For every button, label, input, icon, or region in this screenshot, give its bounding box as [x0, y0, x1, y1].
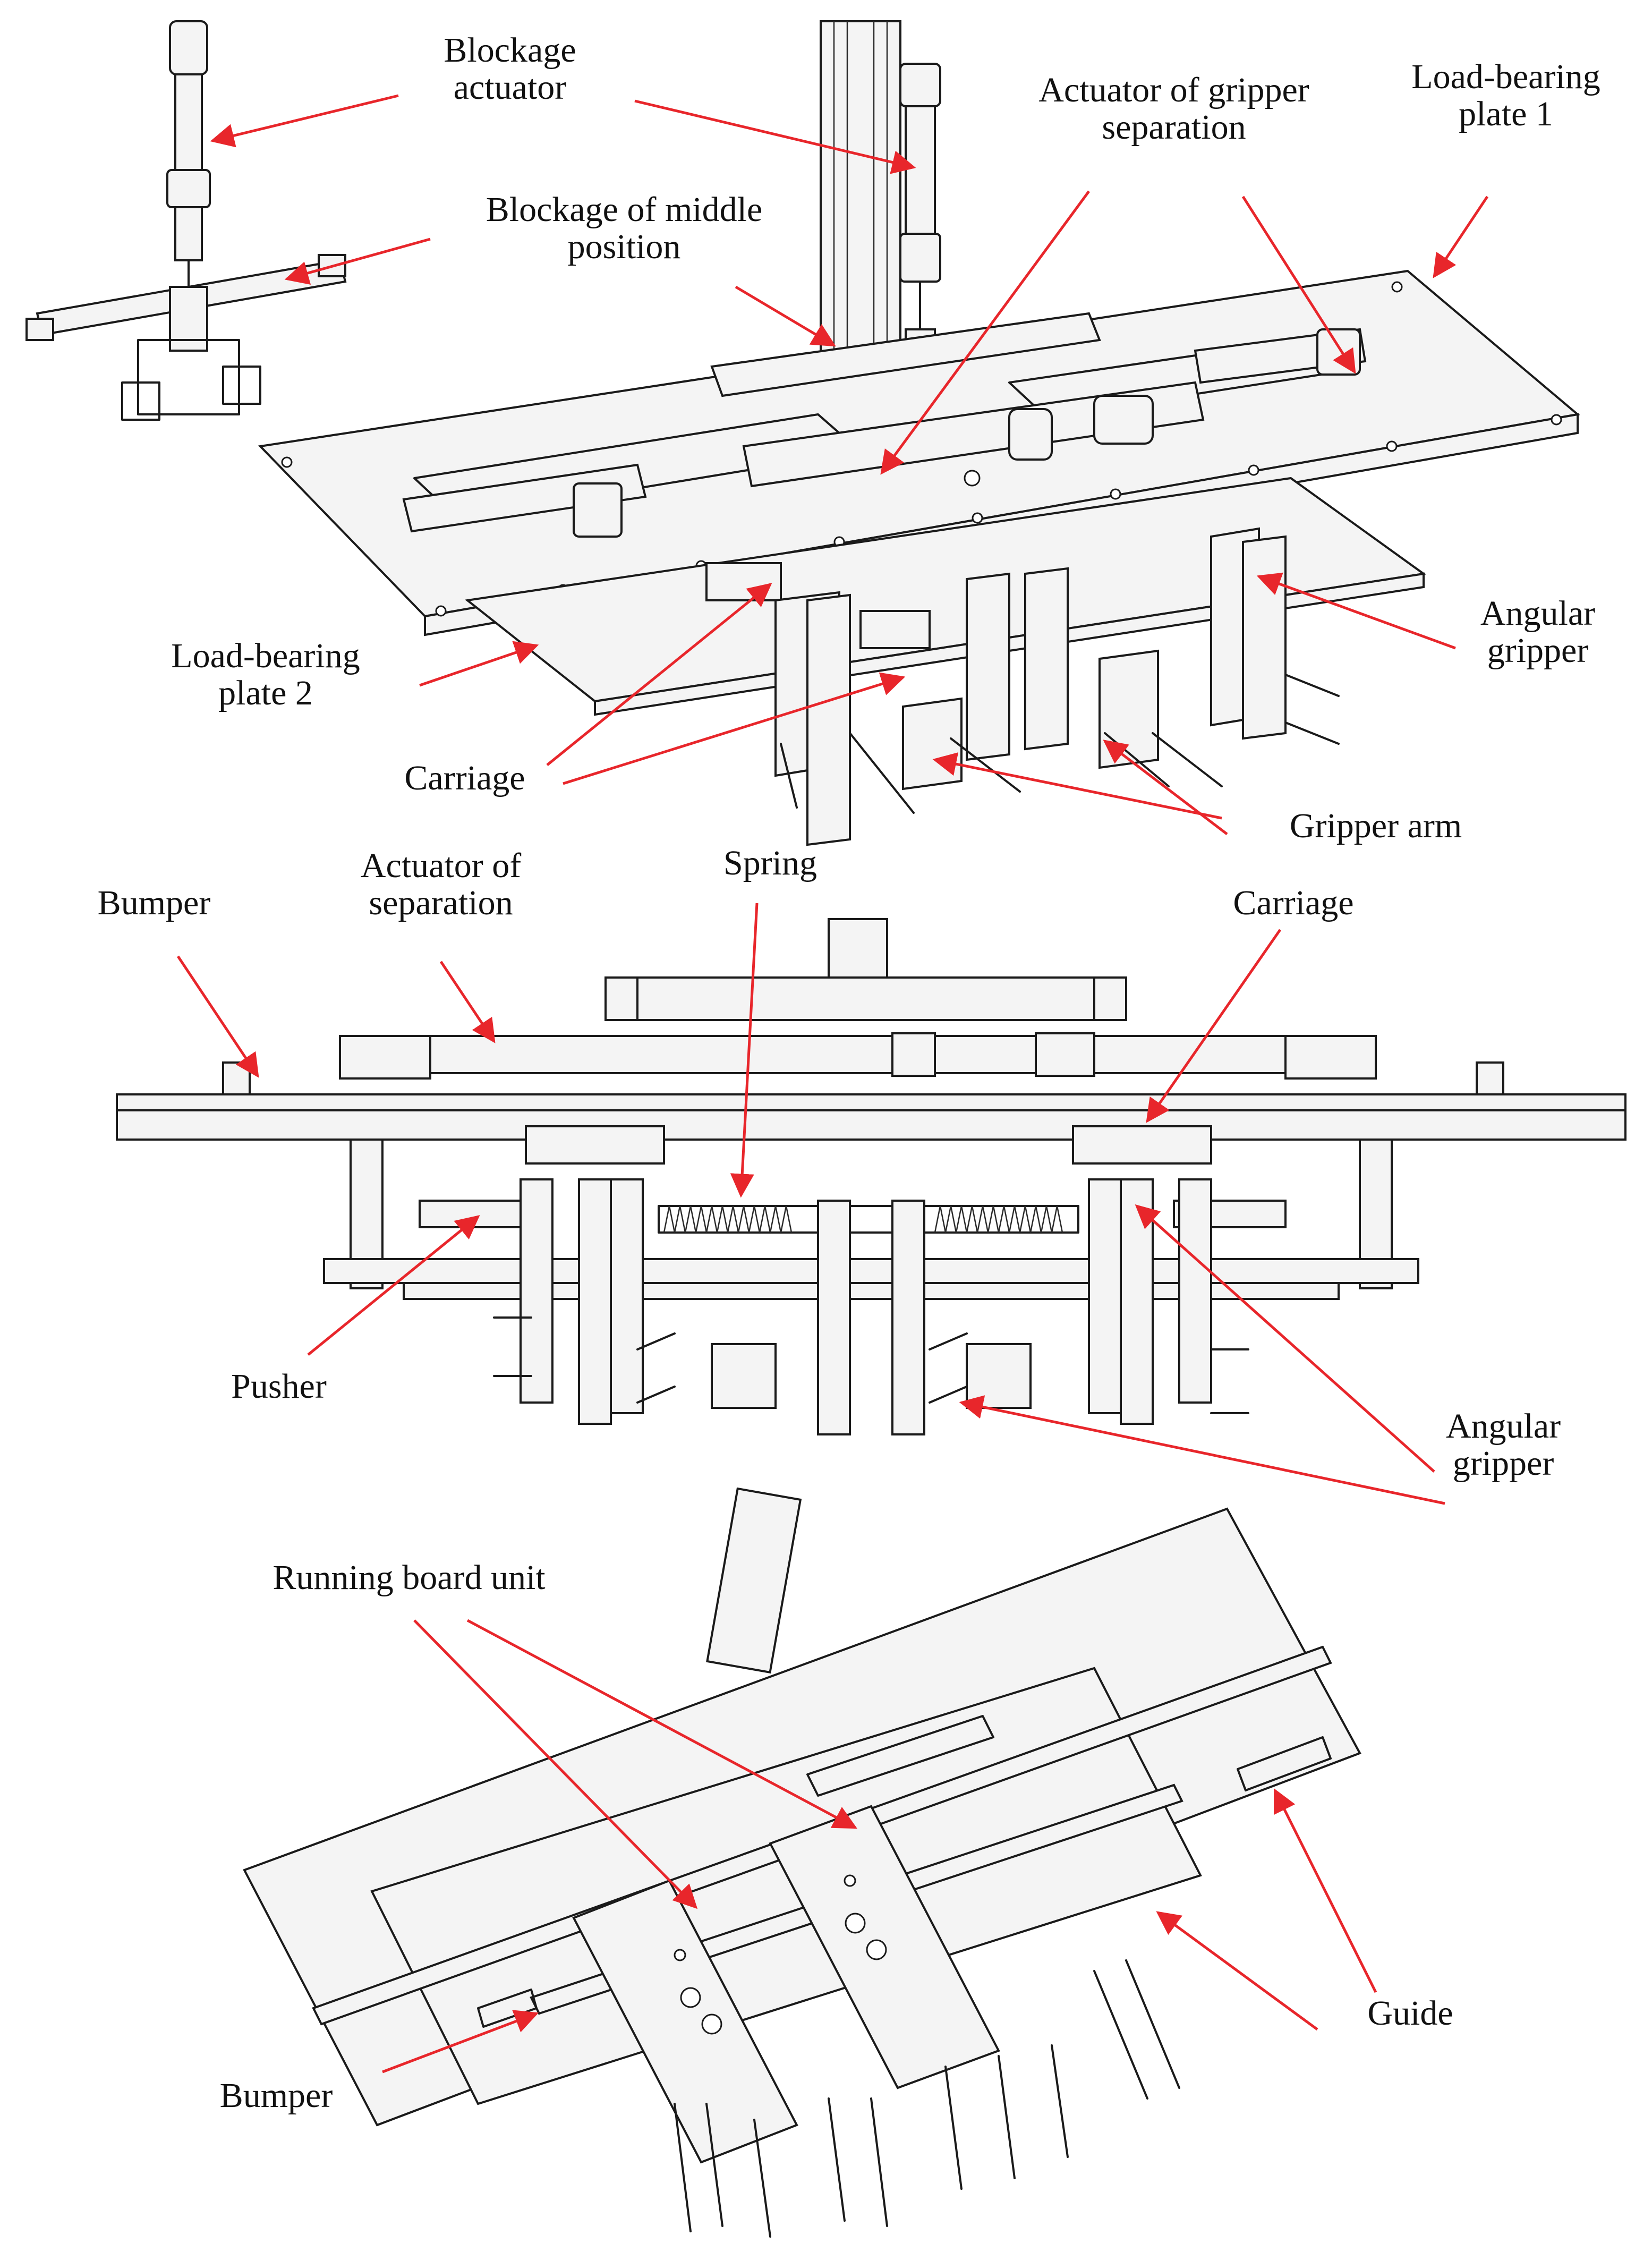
mid-spring — [658, 1205, 1079, 1234]
bottom-hanging-pins — [674, 1959, 1180, 2238]
bottom-underside-view — [243, 1487, 1361, 2238]
arrow-spring — [730, 903, 759, 1198]
carriage-block-right — [859, 610, 931, 649]
label-guide: Guide — [1367, 1994, 1453, 2033]
bottom-bumper — [477, 1989, 538, 2028]
arrow-gripper-arm-2 — [1103, 740, 1228, 835]
arrow-blockage-middle-2 — [735, 285, 836, 347]
arrow-running-board-1 — [413, 1619, 698, 1909]
mid-main-rail — [116, 1093, 1627, 1111]
arrow-gripper-sep-2 — [1241, 196, 1356, 374]
label-bumper-mid: Bumper — [97, 883, 211, 922]
label-bumper-bottom: Bumper — [219, 2076, 333, 2115]
blockage-middle-bar — [710, 312, 1101, 397]
arrow-carriage-top-1 — [546, 583, 772, 766]
arrow-actuator-sep — [439, 961, 496, 1043]
mid-bumper-right — [1476, 1061, 1504, 1095]
arrow-load-plate-2 — [419, 641, 539, 687]
label-spring: Spring — [723, 844, 818, 882]
arrow-blockage-actuator-2 — [634, 99, 916, 174]
arrow-angular-gripper-mid-2 — [959, 1395, 1445, 1505]
label-gripper-arm: Gripper arm — [1289, 806, 1462, 845]
arrow-running-board-2 — [466, 1619, 857, 1829]
middle-front-view — [116, 918, 1627, 1435]
arrow-guide-1 — [1273, 1788, 1377, 1993]
mid-gripper-pins — [493, 1316, 1249, 1414]
mid-carriage-left — [525, 1125, 665, 1165]
mid-angular-grippers — [520, 1178, 1212, 1435]
arrow-gripper-sep — [880, 190, 1091, 475]
label-pusher: Pusher — [231, 1367, 327, 1406]
arrow-angular-gripper-mid-1 — [1135, 1204, 1435, 1473]
arrow-pusher — [307, 1215, 480, 1356]
callout-arrows — [176, 94, 1489, 2074]
mid-carriage-right — [1072, 1125, 1212, 1165]
arrow-angular-gripper-top — [1256, 572, 1456, 650]
label-carriage-top: Carriage — [404, 759, 525, 797]
arrow-blockage-actuator — [210, 94, 399, 148]
arrow-carriage-mid — [1146, 929, 1282, 1123]
gripper-separation-actuator — [402, 328, 1367, 538]
label-carriage-mid: Carriage — [1233, 883, 1354, 922]
arrow-bumper-mid — [176, 955, 259, 1078]
running-board-left — [572, 1879, 798, 2164]
arrow-blockage-middle — [284, 237, 431, 285]
gripper-arm-pins-top — [780, 674, 1340, 814]
arrow-carriage-top-2 — [563, 672, 906, 785]
angular-gripper-blocks-top — [774, 527, 1287, 846]
blockage-inset — [25, 20, 347, 421]
arrow-guide-2 — [1156, 1911, 1318, 2031]
arrow-bumper-bot — [382, 2010, 539, 2074]
arrow-gripper-arm-1 — [932, 752, 1222, 820]
label-running-board-unit: Running board unit — [273, 1558, 546, 1597]
arrow-load-plate-1 — [1433, 196, 1489, 278]
top-assembly-view — [258, 20, 1580, 846]
